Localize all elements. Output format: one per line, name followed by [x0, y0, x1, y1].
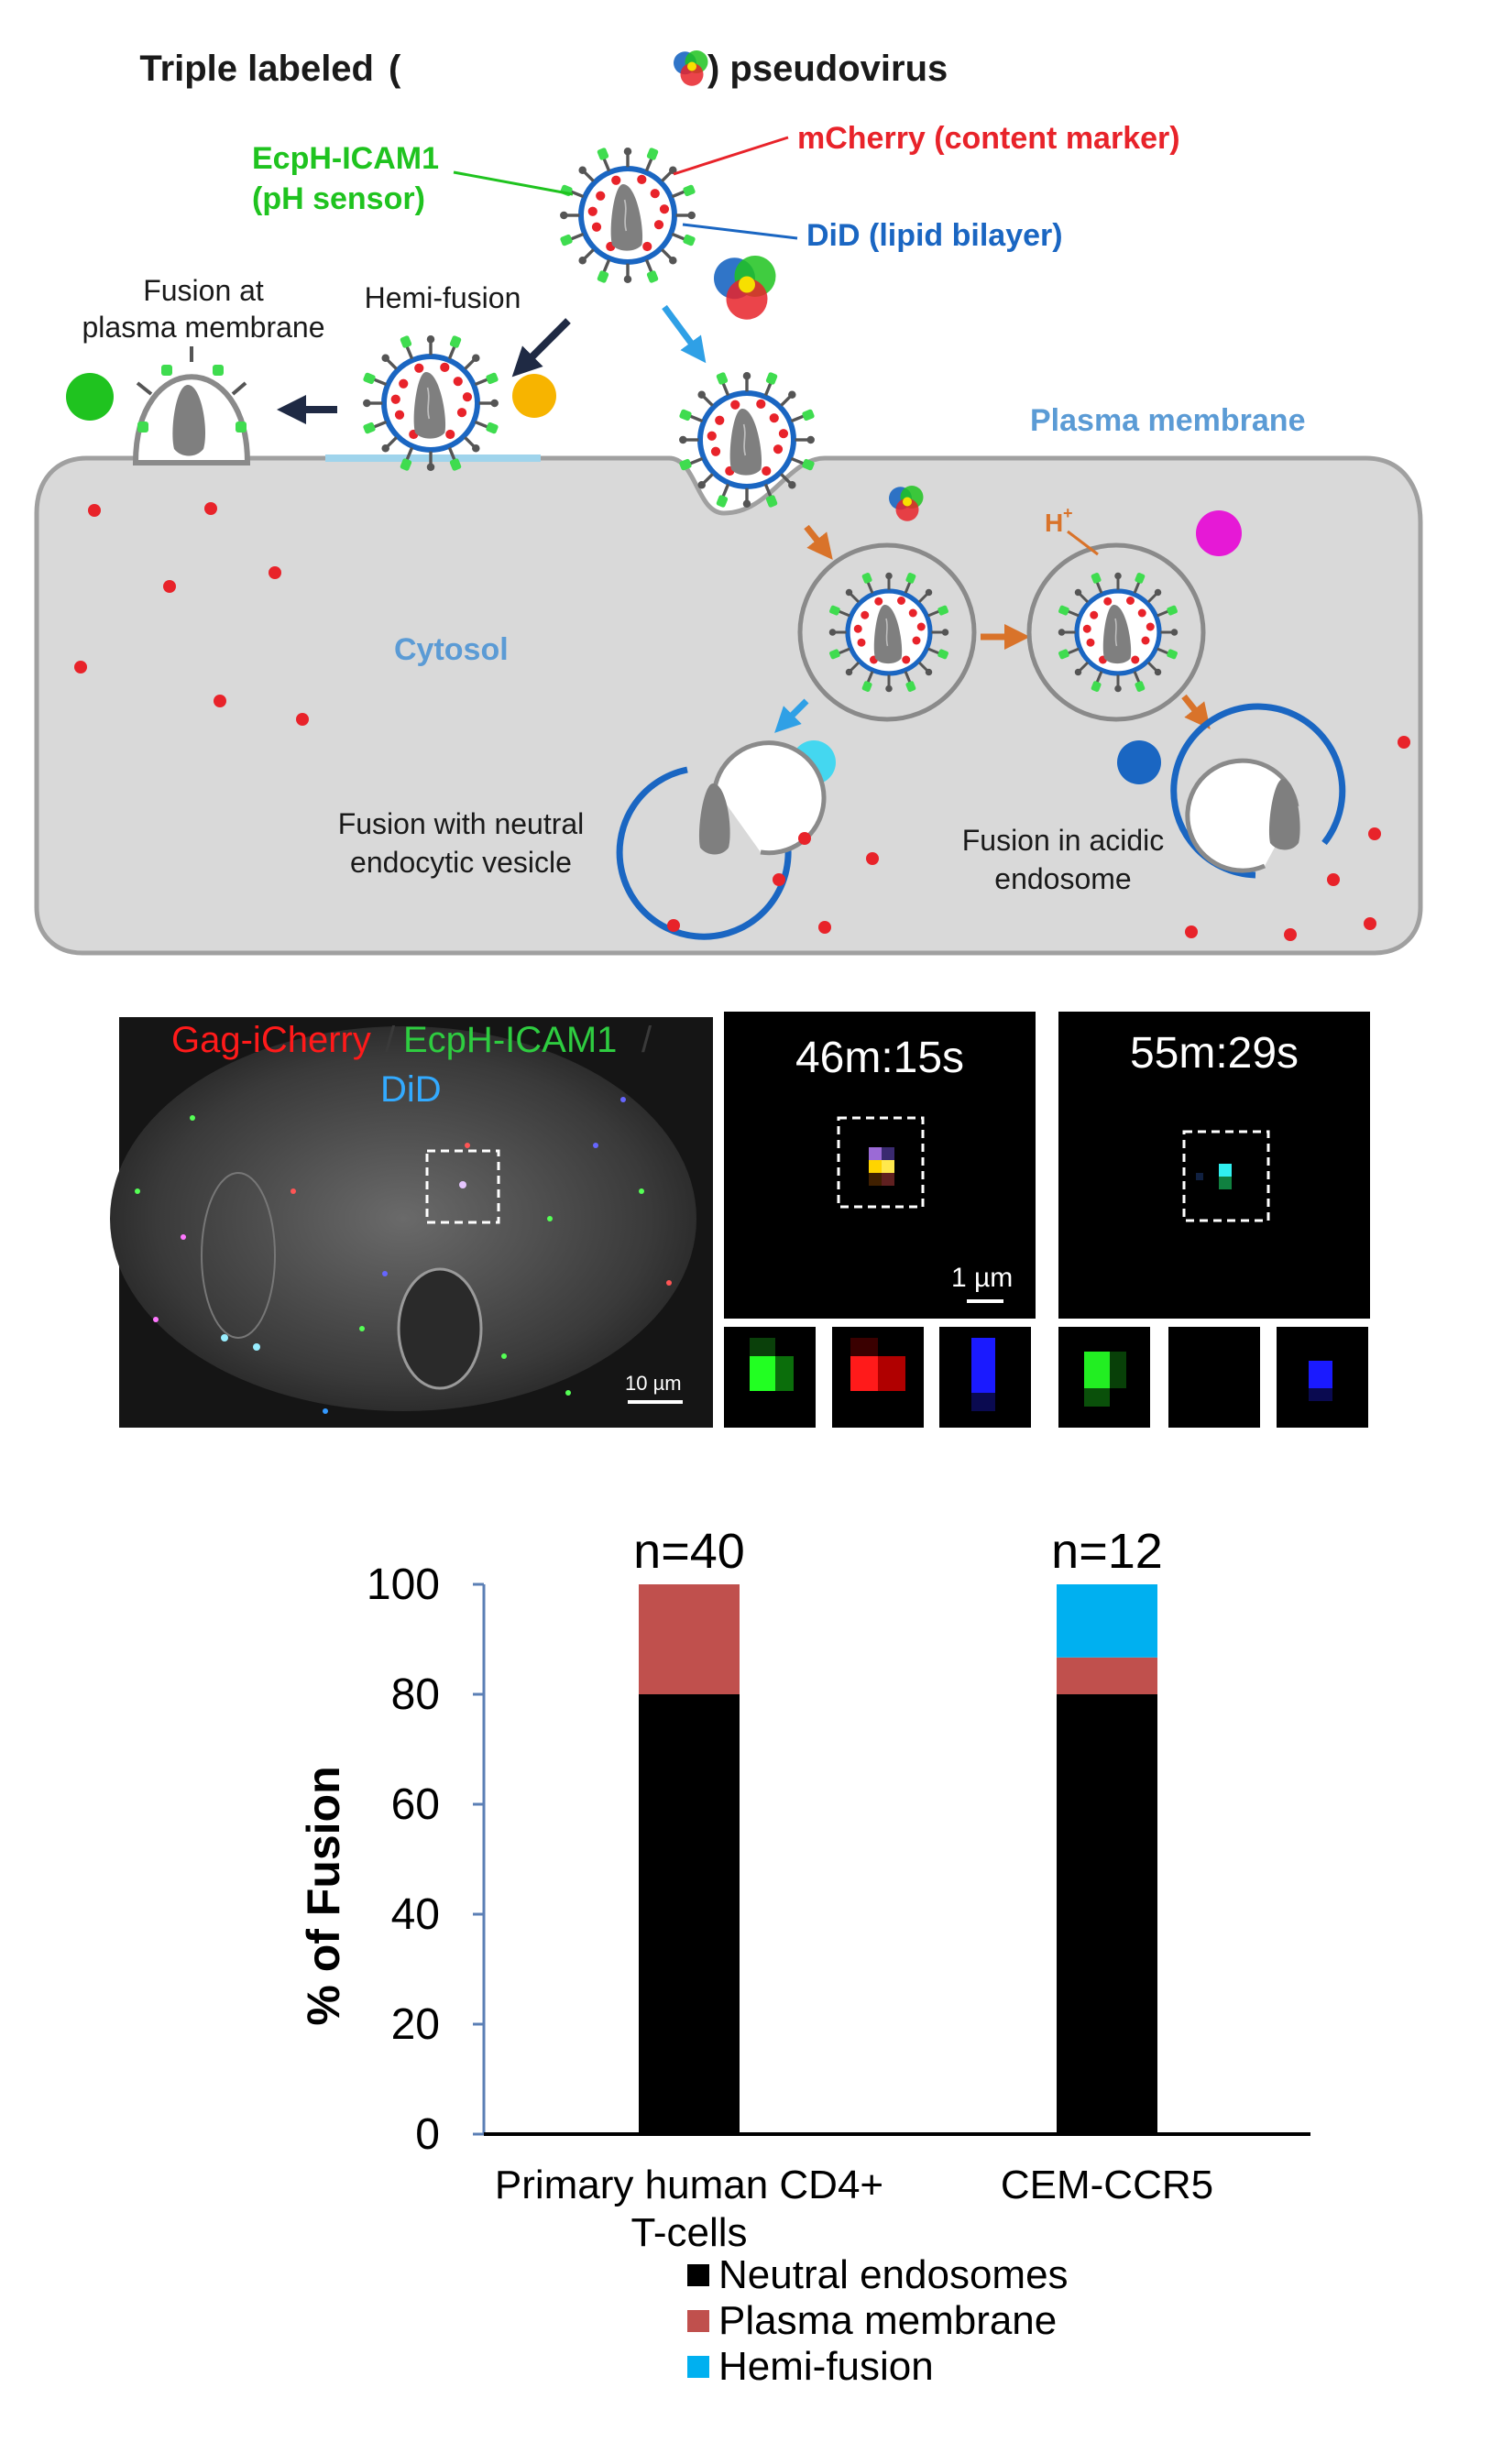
label-cytosol: Cytosol	[394, 632, 509, 667]
overlay-sep1: /	[385, 1020, 396, 1060]
overlay-did-label: DiD	[380, 1069, 442, 1110]
endocytosing-virion	[679, 372, 816, 509]
green-dye-released	[66, 373, 114, 421]
y-tick-label: 20	[391, 2000, 440, 2049]
n-count-label: n=12	[1051, 1524, 1163, 1579]
fusion-schematic: Triple labeled ( ) pseudovirus EcpH-ICAM…	[34, 49, 1423, 956]
y-tick-label: 40	[391, 1890, 440, 1939]
magenta-dye	[1196, 510, 1242, 556]
time-label-1: 46m:15s	[795, 1034, 964, 1082]
label-did: DiD (lipid bilayer)	[806, 218, 1063, 253]
yellow-dye-released	[512, 374, 556, 418]
zoom-frame-2	[1058, 1012, 1370, 1319]
legend-swatch	[687, 2264, 709, 2286]
label-hplus: H	[1045, 509, 1063, 537]
bar-neutral-endosomes	[1057, 1694, 1157, 2134]
label-hplus-sup: +	[1063, 504, 1073, 522]
roi-box-zoom-1	[837, 1116, 925, 1209]
bar-neutral-endosomes	[639, 1694, 740, 2134]
overlay-ecph-label: EcpH-ICAM1	[403, 1020, 617, 1060]
x-category-label: Primary human CD4+	[495, 2163, 883, 2207]
bar-hemi-fusion	[1057, 1584, 1157, 1658]
label-acidic-line2: endosome	[994, 862, 1131, 895]
label-ecph-line1: EcpH-ICAM1	[252, 141, 439, 176]
y-tick-label: 60	[391, 1780, 440, 1829]
y-tick-label: 0	[415, 2110, 440, 2159]
roi-box-zoom-2	[1182, 1130, 1270, 1222]
triple-dye-icon	[714, 256, 776, 320]
x-category-label: T-cells	[630, 2210, 747, 2255]
y-axis-title: % of Fusion	[298, 1766, 349, 2025]
channel-red-2	[1168, 1327, 1260, 1428]
legend-swatch	[687, 2310, 709, 2332]
label-acidic-line1: Fusion in acidic	[962, 824, 1165, 857]
label-hemifusion: Hemi-fusion	[365, 281, 521, 314]
bar-plasma-membrane	[1057, 1657, 1157, 1694]
overlay-gag-label: Gag-iCherry	[171, 1020, 371, 1060]
x-category-label: CEM-CCR5	[1001, 2163, 1213, 2207]
y-tick-label: 80	[391, 1670, 440, 1719]
triple-label-icon	[674, 50, 708, 86]
bar-plasma-membrane	[639, 1584, 740, 1694]
label-fusion-pm-line1: Fusion at	[143, 274, 264, 307]
label-neutral-line1: Fusion with neutral	[338, 807, 585, 840]
blue-dye	[1117, 740, 1161, 784]
microscopy-panel: Gag-iCherry / EcpH-ICAM1 / DiD 10 µm 46m…	[110, 1012, 1370, 1428]
labeled-virus-particle	[560, 148, 696, 284]
released-content-dots	[74, 502, 1410, 941]
scale-bar-large-label: 10 µm	[625, 1372, 682, 1395]
diagram-title: Triple labeled	[139, 49, 374, 89]
label-neutral-line2: endocytic vesicle	[350, 846, 572, 879]
diagram-title-paren: (	[389, 49, 401, 89]
time-label-2: 55m:29s	[1130, 1029, 1299, 1078]
diagram-title-suffix: ) pseudovirus	[707, 49, 948, 89]
overlay-sep2: /	[641, 1020, 652, 1060]
label-plasma-membrane: Plasma membrane	[1030, 403, 1306, 438]
label-fusion-pm-line2: plasma membrane	[82, 311, 325, 344]
y-tick-label: 100	[367, 1561, 440, 1609]
legend-label: Neutral endosomes	[718, 2252, 1069, 2297]
label-mcherry: mCherry (content marker)	[797, 121, 1180, 156]
legend-swatch	[687, 2356, 709, 2378]
roi-box-overview	[425, 1149, 500, 1224]
legend-label: Plasma membrane	[718, 2298, 1057, 2343]
n-count-label: n=40	[633, 1524, 745, 1579]
hemifusion-virion	[363, 335, 499, 472]
neutral-vesicle	[616, 766, 792, 940]
hemifusion-membrane-patch	[325, 454, 541, 462]
legend-label: Hemi-fusion	[718, 2344, 934, 2389]
label-ecph-line2: (pH sensor)	[252, 181, 425, 216]
scale-bar-small-label: 1 µm	[951, 1263, 1013, 1293]
